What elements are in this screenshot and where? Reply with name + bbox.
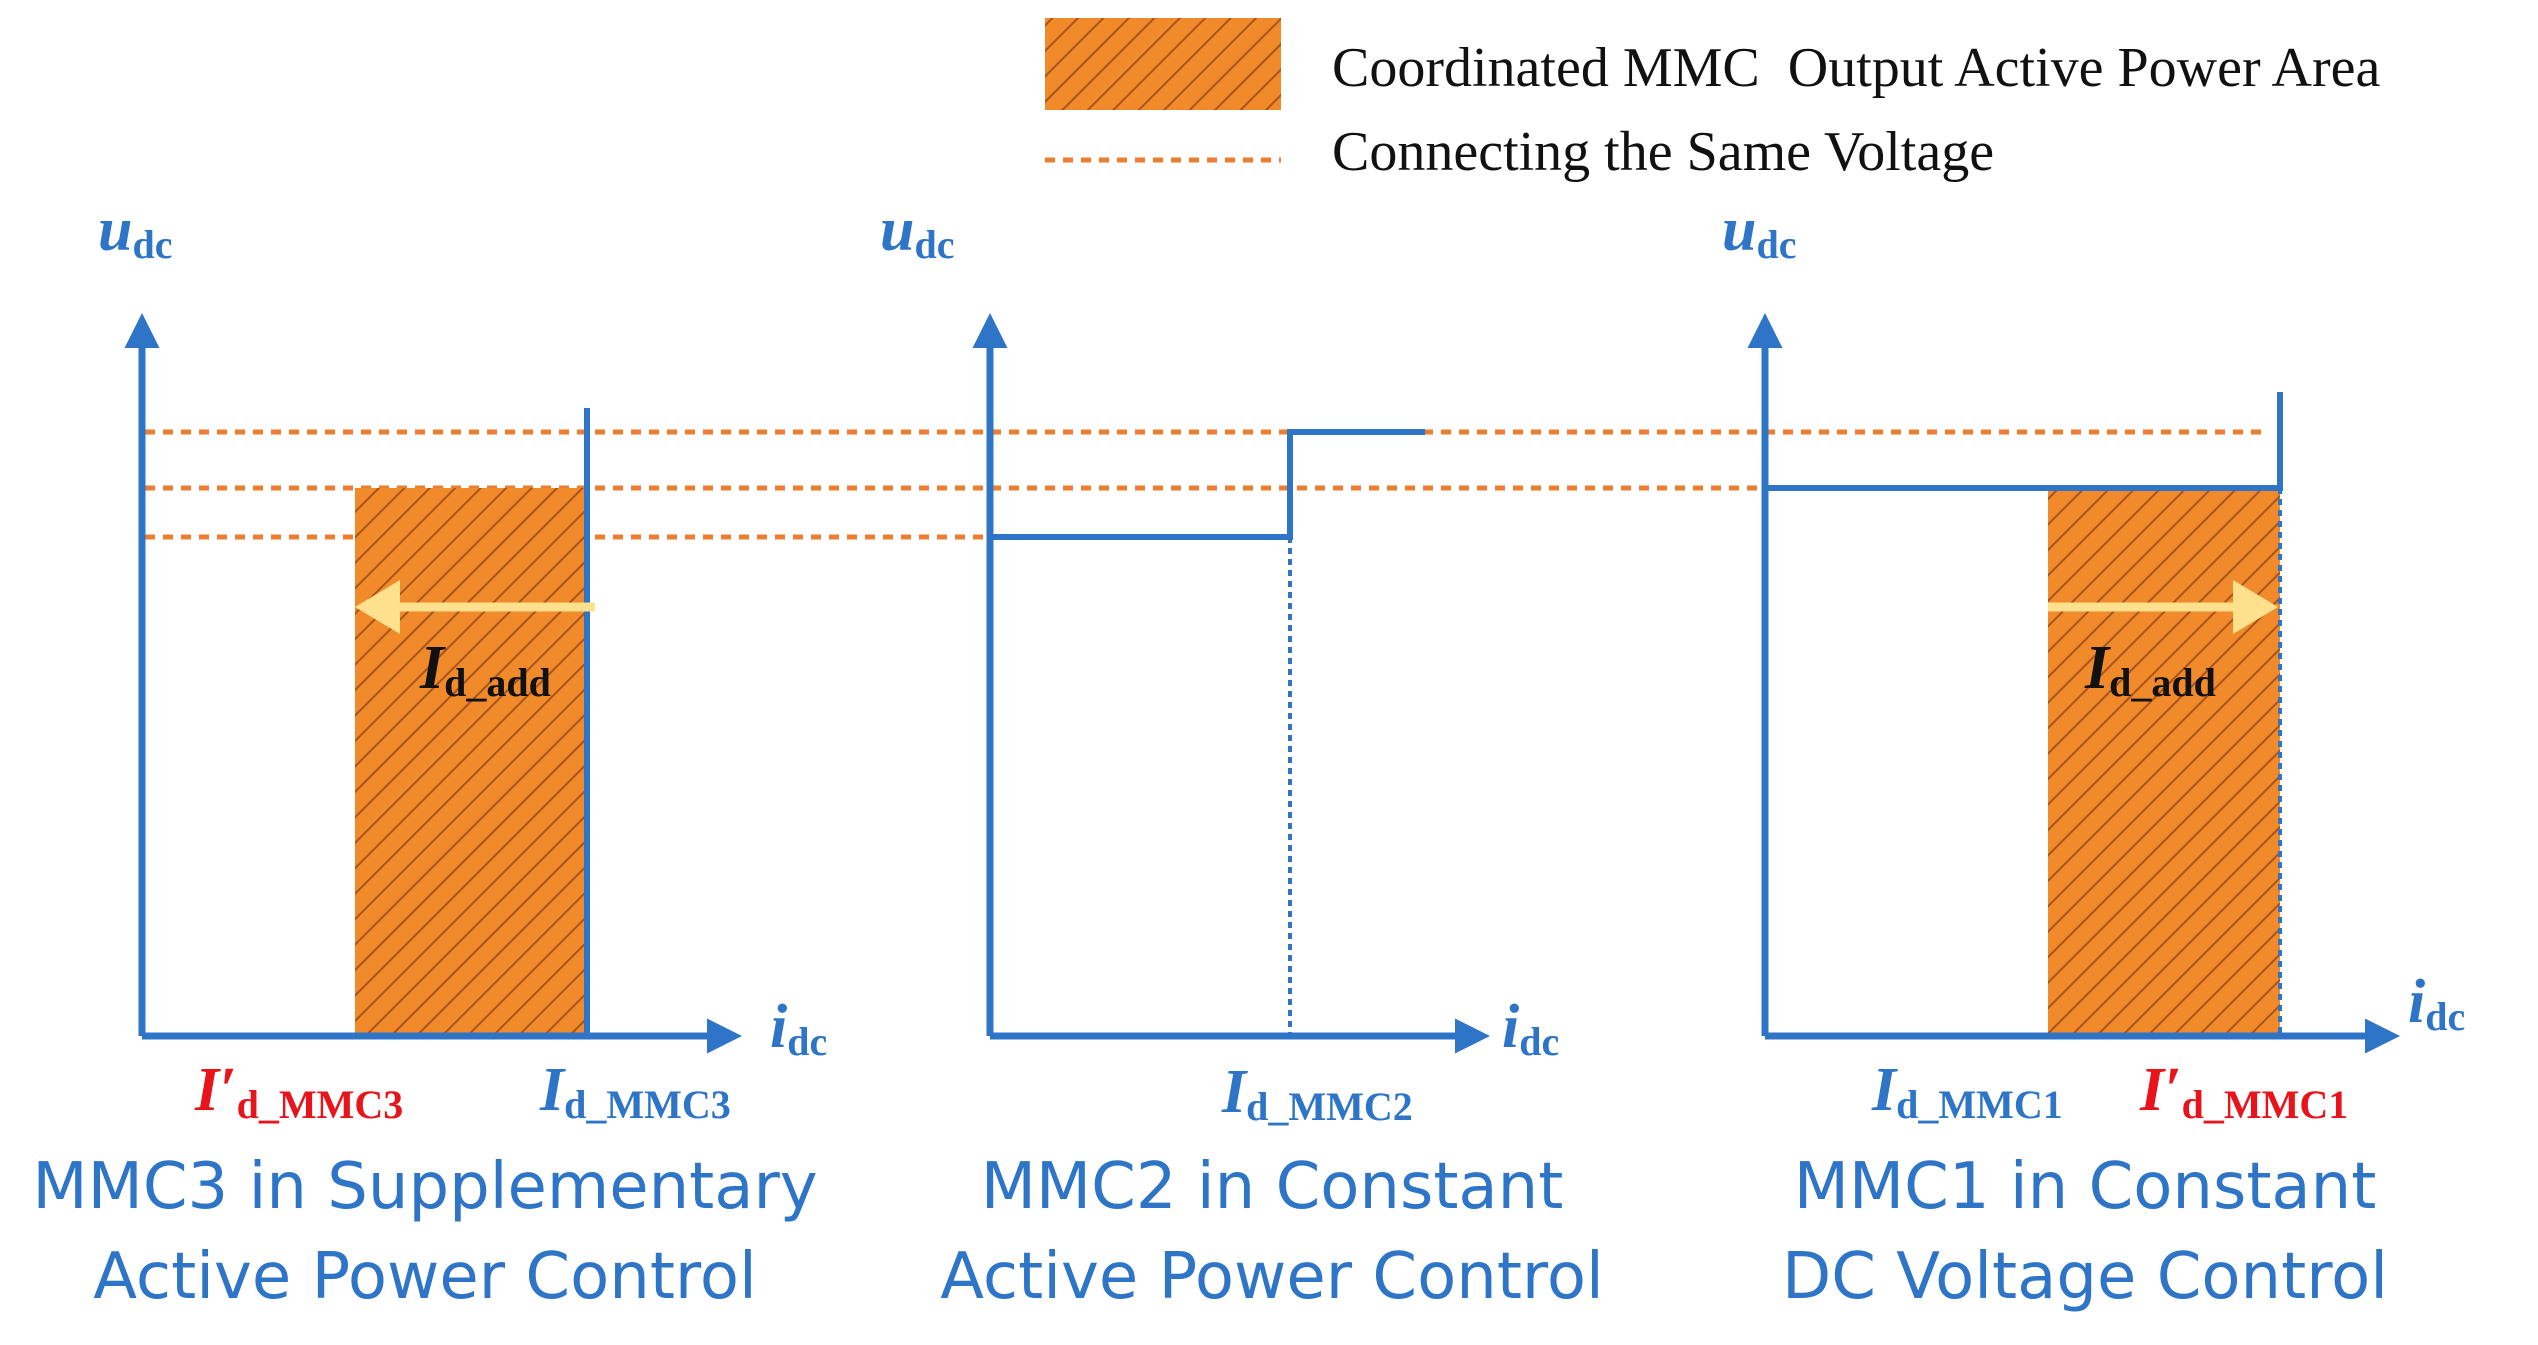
panel-mmc2: udc idc Id_MMC2 MMC2 in Constant Active … — [880, 196, 1604, 1314]
current-label-mmc2: Id_MMC2 — [1221, 1058, 1413, 1129]
legend-area-label: Coordinated MMC Output Active Power Area — [1332, 37, 2380, 99]
current-label-left-mmc3: I′d_MMC3 — [194, 1056, 403, 1127]
caption-line1-mmc2: MMC2 in Constant — [981, 1150, 1564, 1224]
current-label-right-mmc3: Id_MMC3 — [539, 1056, 731, 1127]
y-axis-label-mmc1: udc — [1722, 196, 1796, 267]
power-area-mmc3 — [355, 488, 587, 1036]
caption-line1-mmc1: MMC1 in Constant — [1794, 1150, 2377, 1224]
characteristic-line-mmc2 — [990, 429, 1425, 540]
x-axis-label-mmc2: idc — [1502, 993, 1559, 1064]
x-axis-label-mmc3: idc — [770, 993, 827, 1064]
panel-mmc1: udc idc Id_add Id_MMC1 I′d_MMC1 MMC1 in … — [1722, 196, 2465, 1314]
id-add-label-mmc1: Id_add — [2084, 634, 2216, 705]
current-label-right-mmc1: I′d_MMC1 — [2139, 1056, 2348, 1127]
power-area-mmc1 — [2048, 488, 2280, 1036]
y-axis-label-mmc3: udc — [98, 196, 172, 267]
id-add-arrowhead-mmc3 — [355, 580, 400, 634]
x-axis-label-mmc1: idc — [2408, 968, 2465, 1039]
current-label-left-mmc1: Id_MMC1 — [1871, 1056, 2063, 1127]
id-add-arrowhead-mmc1 — [2233, 580, 2278, 634]
caption-line2-mmc1: DC Voltage Control — [1782, 1240, 2388, 1314]
id-add-label-mmc3: Id_add — [419, 634, 551, 705]
caption-line2-mmc3: Active Power Control — [93, 1240, 757, 1314]
legend: Coordinated MMC Output Active Power Area… — [1045, 18, 2380, 183]
caption-line2-mmc2: Active Power Control — [940, 1240, 1604, 1314]
legend-dash-label: Connecting the Same Voltage — [1332, 121, 1994, 183]
caption-line1-mmc3: MMC3 in Supplementary — [32, 1150, 817, 1224]
panel-mmc3: udc idc Id_add I′d_MMC3 Id_MMC3 MMC3 in … — [32, 196, 827, 1314]
legend-area-swatch — [1045, 18, 1281, 110]
characteristic-line-mmc1 — [1765, 392, 2283, 491]
y-axis-label-mmc2: udc — [880, 196, 954, 267]
